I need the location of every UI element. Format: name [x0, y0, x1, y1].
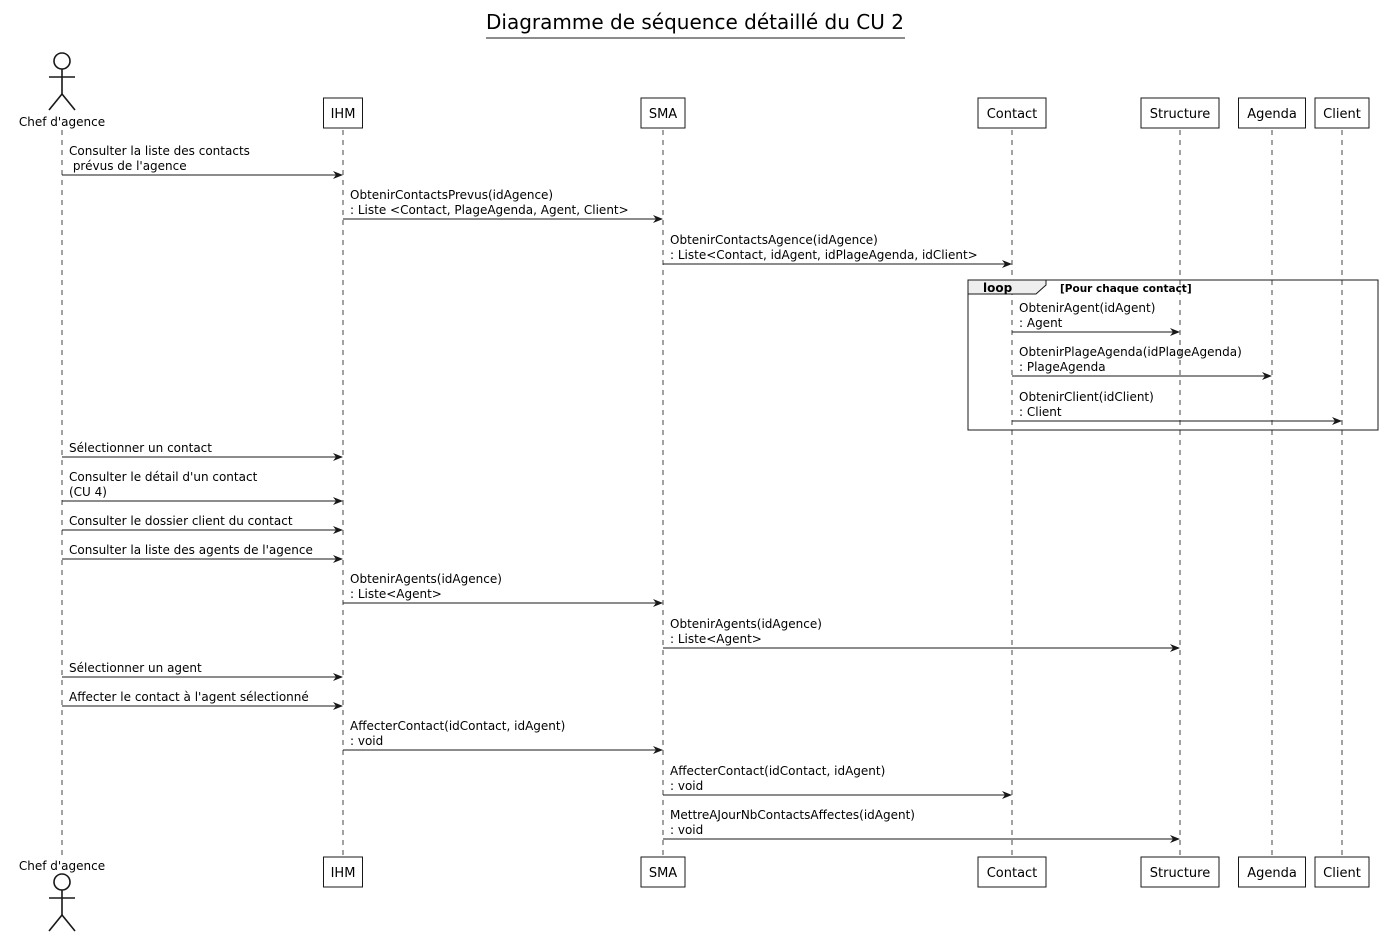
messages: Consulter la liste des contacts prévus d… [62, 144, 1342, 843]
message: ObtenirAgents(idAgence): Liste<Agent> [663, 617, 1180, 652]
participant-label: Chef d'agence [19, 859, 105, 873]
message: Sélectionner un contact [62, 441, 343, 461]
message: ObtenirClient(idClient): Client [1012, 390, 1342, 425]
participant-label: Agenda [1247, 107, 1297, 122]
message-label: : void [350, 734, 383, 748]
message: Consulter la liste des agents de l'agenc… [62, 543, 343, 563]
participant-label: SMA [649, 866, 677, 881]
message: ObtenirAgent(idAgent): Agent [1012, 301, 1180, 336]
participant-label: Chef d'agence [19, 115, 105, 129]
actor-icon [48, 52, 76, 111]
message-label: : Liste <Contact, PlageAgenda, Agent, Cl… [350, 203, 629, 217]
message-label: : Agent [1019, 316, 1063, 330]
message-label: Consulter la liste des contacts [69, 144, 250, 158]
message-label: prévus de l'agence [69, 159, 187, 173]
participant-label: Client [1323, 866, 1361, 881]
participant-agenda: Agenda [1238, 856, 1306, 888]
message-label: Consulter le détail d'un contact [69, 470, 258, 484]
participant-label: Contact [987, 107, 1038, 122]
participant-label: Contact [987, 866, 1038, 881]
participant-sma: SMA [640, 97, 686, 129]
message: ObtenirAgents(idAgence): Liste<Agent> [343, 572, 663, 607]
message-label: (CU 4) [69, 485, 107, 499]
participant-ihm: IHM [323, 856, 363, 888]
message-label: : Liste<Contact, idAgent, idPlageAgenda,… [670, 248, 978, 262]
message-label: AffecterContact(idContact, idAgent) [350, 719, 565, 733]
message: Consulter la liste des contacts prévus d… [62, 144, 343, 179]
message-label: Sélectionner un agent [69, 661, 202, 675]
message-label: : void [670, 779, 703, 793]
actor-icon [48, 873, 76, 932]
participant-client: Client [1314, 97, 1370, 129]
message-label: AffecterContact(idContact, idAgent) [670, 764, 885, 778]
message-label: ObtenirAgents(idAgence) [350, 572, 502, 586]
message-label: ObtenirPlageAgenda(idPlageAgenda) [1019, 345, 1242, 359]
participant-label: IHM [331, 107, 356, 122]
participant-client: Client [1314, 856, 1370, 888]
fragments: loop [Pour chaque contact] [967, 279, 1379, 431]
participant-label: Agenda [1247, 866, 1297, 881]
message-label: : void [670, 823, 703, 837]
lifelines [61, 130, 1343, 857]
message: Consulter le dossier client du contact [62, 514, 343, 534]
fragment-operator: loop [983, 281, 1013, 295]
message-label: : Liste<Agent> [670, 632, 762, 646]
participant-contact: Contact [977, 856, 1047, 888]
message: ObtenirContactsPrevus(idAgence): Liste <… [343, 188, 663, 223]
participant-ihm: IHM [323, 97, 363, 129]
participant-structure: Structure [1140, 856, 1220, 888]
message-label: Affecter le contact à l'agent sélectionn… [69, 690, 309, 704]
message: ObtenirContactsAgence(idAgence): Liste<C… [663, 233, 1012, 268]
message-label: ObtenirContactsPrevus(idAgence) [350, 188, 553, 202]
message-label: Consulter le dossier client du contact [69, 514, 293, 528]
message: Sélectionner un agent [62, 661, 343, 681]
participant-label: IHM [331, 866, 356, 881]
message-label: Consulter la liste des agents de l'agenc… [69, 543, 313, 557]
participant-label: Structure [1150, 107, 1210, 122]
message-label: : PlageAgenda [1019, 360, 1106, 374]
message: MettreAJourNbContactsAffectes(idAgent): … [663, 808, 1180, 843]
message-label: : Liste<Agent> [350, 587, 442, 601]
message-label: Sélectionner un contact [69, 441, 212, 455]
fragment-guard: [Pour chaque contact] [1060, 283, 1192, 295]
participant-structure: Structure [1140, 97, 1220, 129]
loop-fragment: loop [Pour chaque contact] [967, 279, 1379, 431]
fragment-label-tab [967, 279, 1047, 295]
message: Affecter le contact à l'agent sélectionn… [62, 690, 343, 710]
message-label: ObtenirAgent(idAgent) [1019, 301, 1155, 315]
message-label: ObtenirClient(idClient) [1019, 390, 1154, 404]
message-label: MettreAJourNbContactsAffectes(idAgent) [670, 808, 915, 822]
participant-label: SMA [649, 107, 677, 122]
participant-agenda: Agenda [1238, 97, 1306, 129]
participant-contact: Contact [977, 97, 1047, 129]
message: ObtenirPlageAgenda(idPlageAgenda): Plage… [1012, 345, 1272, 380]
diagram-title: Diagramme de séquence détaillé du CU 2 [486, 10, 904, 34]
participant-label: Structure [1150, 866, 1210, 881]
message: AffecterContact(idContact, idAgent): voi… [343, 719, 663, 754]
participant-sma: SMA [640, 856, 686, 888]
message-label: ObtenirAgents(idAgence) [670, 617, 822, 631]
message-label: ObtenirContactsAgence(idAgence) [670, 233, 878, 247]
participant-label: Client [1323, 107, 1361, 122]
message-label: : Client [1019, 405, 1062, 419]
message: AffecterContact(idContact, idAgent): voi… [663, 764, 1012, 799]
message: Consulter le détail d'un contact(CU 4) [62, 470, 343, 505]
